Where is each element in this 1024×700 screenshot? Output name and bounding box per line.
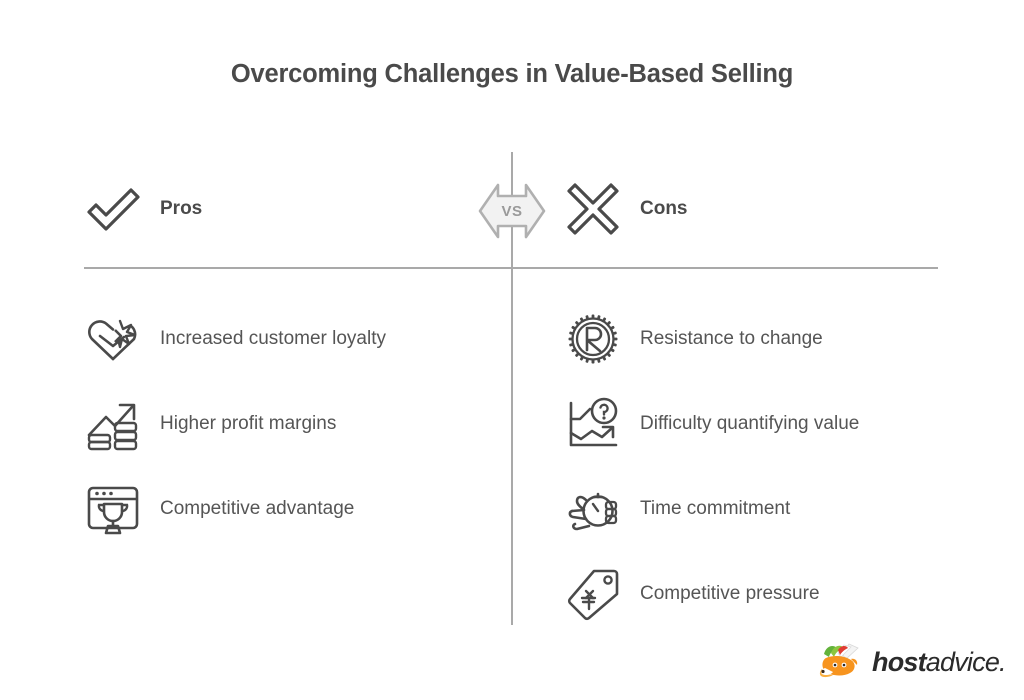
fox-mascot-icon	[818, 642, 864, 682]
growth-coins-icon	[84, 395, 142, 453]
logo-wordmark-light: advice.	[925, 646, 1007, 677]
list-item-label: Difficulty quantifying value	[640, 412, 860, 434]
pros-list: Increased customer loyalty Higher profit…	[84, 296, 484, 551]
list-item: Resistance to change	[564, 296, 964, 381]
vs-badge	[478, 183, 546, 239]
chart-question-icon	[564, 395, 622, 453]
checkmark-icon	[84, 180, 142, 238]
page-title: Overcoming Challenges in Value-Based Sel…	[230, 60, 794, 88]
heart-gift-icon	[84, 310, 142, 368]
cross-icon	[564, 180, 622, 238]
list-item-label: Competitive advantage	[160, 497, 355, 519]
list-item: Increased customer loyalty	[84, 296, 484, 381]
list-item-label: Resistance to change	[640, 327, 823, 349]
cons-list: Resistance to change Difficulty quantify…	[564, 296, 964, 636]
list-item-label: Higher profit margins	[160, 412, 337, 434]
horizontal-divider	[84, 267, 938, 269]
pros-label: Pros	[160, 198, 203, 219]
list-item: Competitive pressure	[564, 551, 964, 636]
vertical-divider	[511, 152, 513, 625]
cons-column-header: Cons	[564, 180, 688, 238]
gear-r-icon	[564, 310, 622, 368]
hostadvice-logo[interactable]: hostadvice.	[818, 642, 1007, 682]
logo-wordmark-bold: host	[872, 646, 927, 677]
pros-column-header: Pros	[84, 180, 202, 238]
list-item-label: Increased customer loyalty	[160, 327, 386, 349]
list-item: Difficulty quantifying value	[564, 381, 964, 466]
list-item: Time commitment	[564, 466, 964, 551]
logo-wordmark: hostadvice.	[872, 646, 1007, 678]
vs-badge-label: VS	[501, 202, 523, 220]
browser-trophy-icon	[84, 480, 142, 538]
list-item: Competitive advantage	[84, 466, 484, 551]
list-item-label: Time commitment	[640, 497, 791, 519]
cons-label: Cons	[640, 198, 688, 219]
hand-stopwatch-icon	[564, 480, 622, 538]
list-item-label: Competitive pressure	[640, 582, 820, 604]
price-tag-icon	[564, 565, 622, 623]
list-item: Higher profit margins	[84, 381, 484, 466]
